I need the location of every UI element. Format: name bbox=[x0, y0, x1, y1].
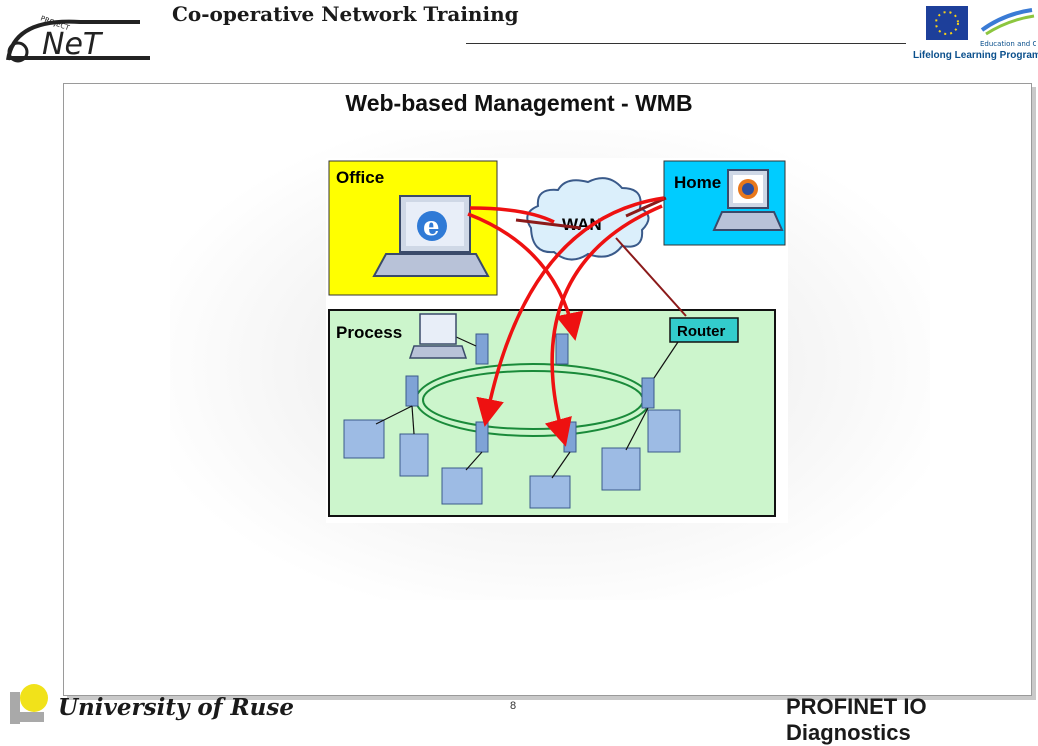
router-box bbox=[669, 317, 739, 343]
home-laptop-icon bbox=[712, 169, 784, 231]
device-plc-2 bbox=[441, 467, 483, 505]
office-laptop-icon: e bbox=[372, 195, 490, 277]
page-number: 8 bbox=[510, 700, 517, 712]
process-label: Process bbox=[336, 323, 402, 342]
ie-icon-glyph: e bbox=[423, 212, 440, 242]
link-wan-router bbox=[615, 237, 687, 317]
arrow-office-to-switch bbox=[467, 212, 584, 341]
footer-course-title: PROFINET IO Diagnostics bbox=[786, 694, 927, 745]
wire-2 bbox=[411, 405, 415, 435]
eu-caption: Lifelong Learning Programme bbox=[913, 50, 1038, 61]
device-rack-1 bbox=[399, 433, 429, 477]
project-net-logo: PROJECT NeT bbox=[6, 14, 150, 63]
network-diagram: Office e Home WAN Process Router bbox=[326, 158, 788, 523]
eu-small-caption: Education and Culture bbox=[980, 40, 1036, 48]
logo-text: NeT bbox=[42, 27, 104, 62]
wire-5 bbox=[625, 407, 649, 451]
device-rack-2 bbox=[601, 447, 641, 491]
wire-7 bbox=[453, 335, 477, 347]
office-label: Office bbox=[336, 168, 384, 187]
slide-title: Web-based Management - WMB bbox=[345, 90, 693, 116]
wire-6 bbox=[653, 341, 679, 379]
link-office-wan bbox=[515, 218, 582, 230]
wire-3 bbox=[465, 451, 483, 471]
process-pc-icon bbox=[408, 313, 468, 359]
switch-top-right bbox=[555, 333, 569, 365]
wan-label: WAN bbox=[562, 215, 602, 234]
switch-right bbox=[641, 377, 655, 409]
footer-university: University of Ruse bbox=[58, 694, 294, 721]
wire-1 bbox=[375, 405, 413, 425]
arrow-home-to-switch-bottom-left bbox=[476, 196, 665, 427]
header-divider bbox=[466, 43, 906, 44]
device-plc-3 bbox=[529, 475, 571, 509]
header-title: Co-operative Network Training bbox=[172, 2, 519, 26]
arrow-office-to-wan bbox=[469, 206, 555, 224]
device-rack-3 bbox=[647, 409, 681, 453]
switch-bottom-right bbox=[563, 421, 577, 453]
home-label: Home bbox=[674, 173, 721, 192]
university-logo bbox=[10, 684, 48, 724]
switch-top-left bbox=[475, 333, 489, 365]
arrow-home-to-switch-bottom-right bbox=[544, 204, 663, 447]
switch-bottom-left bbox=[475, 421, 489, 453]
switch-left bbox=[405, 375, 419, 407]
eu-flag-logo: Education and Culture bbox=[926, 6, 1036, 48]
device-plc-1 bbox=[343, 419, 385, 459]
router-label: Router bbox=[677, 323, 725, 340]
wire-4 bbox=[551, 451, 571, 479]
link-home-wan bbox=[625, 196, 667, 218]
